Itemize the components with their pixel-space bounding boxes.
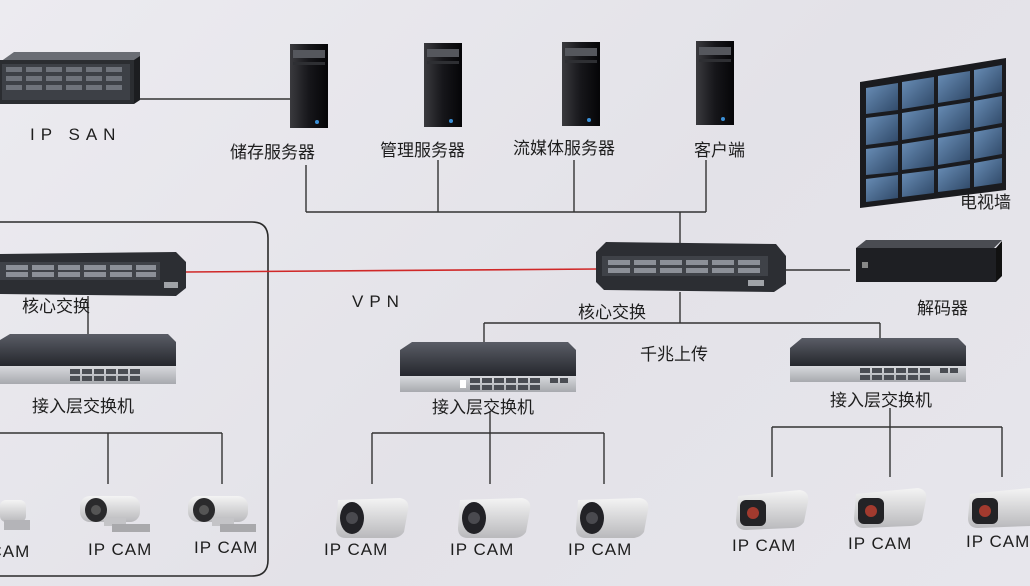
main-core-switch-label: 核心交换 xyxy=(578,303,646,323)
wires xyxy=(0,98,1003,484)
ip-san-label: IP SAN xyxy=(30,125,122,144)
left-core-switch-label: 核心交换 xyxy=(22,297,90,317)
decoder-label: 解码器 xyxy=(917,299,968,319)
storage-server-icon xyxy=(290,44,328,128)
camera-icon xyxy=(576,498,649,538)
ip-san-icon xyxy=(0,52,140,104)
client-computer-icon xyxy=(696,41,734,125)
decoder-icon xyxy=(856,240,1002,282)
camera-icon xyxy=(458,498,531,538)
storage-server-label: 储存服务器 xyxy=(230,143,315,163)
left-access-switch-label: 接入层交换机 xyxy=(32,397,134,417)
left-core-switch-icon xyxy=(0,252,186,296)
right-access-switch-label: 接入层交换机 xyxy=(830,391,932,411)
middle-access-switch-icon xyxy=(400,342,576,392)
camera-icon xyxy=(968,488,1030,528)
camera-icon xyxy=(0,500,30,530)
camera-label: IP CAM xyxy=(324,540,389,559)
camera-icon xyxy=(854,488,927,528)
streaming-server-label: 流媒体服务器 xyxy=(513,139,615,159)
camera-icon xyxy=(736,490,809,530)
vpn-label: VPN xyxy=(352,292,405,311)
video-wall-label: 电视墙 xyxy=(960,193,1011,213)
camera-label: IP CAM xyxy=(568,540,633,559)
vpn-link xyxy=(185,268,599,273)
main-core-switch-icon xyxy=(596,242,786,292)
camera-icon xyxy=(80,496,150,532)
left-access-switch-icon xyxy=(0,334,176,384)
camera-icon xyxy=(336,498,409,538)
camera-label: IP CAM xyxy=(194,538,259,557)
management-server-label: 管理服务器 xyxy=(380,141,465,161)
left-site-frame xyxy=(0,221,269,577)
uplink-label: 千兆上传 xyxy=(640,345,708,365)
right-access-switch-icon xyxy=(790,338,966,382)
streaming-server-icon xyxy=(562,42,600,126)
camera-label: IP CAM xyxy=(0,542,31,561)
video-wall-icon xyxy=(860,58,1006,208)
camera-icon xyxy=(188,496,256,532)
camera-label: IP CAM xyxy=(88,540,153,559)
management-server-icon xyxy=(424,43,462,127)
camera-label: IP CAM xyxy=(732,536,797,555)
camera-label: IP CAM xyxy=(848,534,913,553)
camera-label: IP CAM xyxy=(450,540,515,559)
client-label: 客户端 xyxy=(694,141,745,161)
camera-label: IP CAM xyxy=(966,532,1030,551)
middle-access-switch-label: 接入层交换机 xyxy=(432,398,534,418)
